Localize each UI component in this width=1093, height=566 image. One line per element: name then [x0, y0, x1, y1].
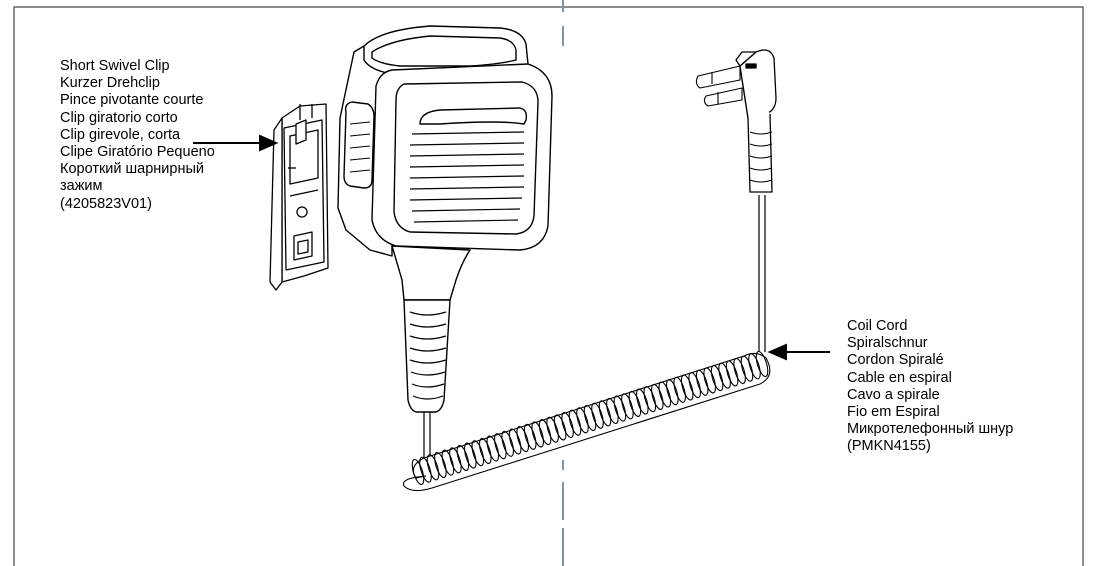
coil-turn	[464, 442, 477, 469]
coil-turn	[486, 435, 500, 462]
label-line: Clip girevole, corta	[60, 126, 181, 143]
coil-turn	[658, 381, 672, 408]
label-line: Clipe Giratório Pequeno	[60, 144, 215, 161]
part-number: (PMKN4155)	[847, 438, 931, 455]
coil-cord-illustration	[402, 350, 771, 492]
coil-turn	[651, 383, 664, 410]
label-line: Coil Cord	[847, 318, 908, 334]
coil-cord-label: Coil Cord Spiralschnur Cordon Spiralé Ca…	[847, 318, 1013, 456]
coil-turn	[553, 414, 567, 441]
coil-turn	[748, 353, 761, 380]
coil-turn	[688, 372, 701, 399]
coil-turn	[576, 407, 589, 434]
coil-turn	[546, 416, 559, 443]
speaker-microphone-illustration	[337, 25, 553, 413]
label-line: Clip giratorio corto	[60, 109, 178, 126]
coil-turn	[583, 404, 597, 432]
radio-plug-illustration	[695, 49, 777, 193]
coil-turn	[621, 393, 634, 420]
coil-turn	[643, 386, 657, 413]
label-line: Kurzer Drehclip	[60, 75, 160, 92]
coil-turn	[411, 458, 425, 486]
coil-turn	[568, 409, 582, 436]
coil-turn	[636, 388, 649, 415]
coil-turn	[479, 437, 492, 464]
swivel-clip-illustration	[269, 103, 329, 291]
coil-turn	[591, 402, 604, 429]
label-line: Cordon Spiralé	[847, 352, 944, 369]
coil-turn	[426, 454, 440, 481]
coil-turn	[598, 400, 612, 427]
coil-turn	[628, 390, 642, 417]
coil-turn	[710, 365, 724, 392]
coil-turn	[501, 430, 514, 457]
coil-turn	[441, 449, 455, 476]
coil-turn	[538, 419, 552, 446]
label-line: Cavo a spirale	[847, 386, 940, 403]
coil-turn	[523, 423, 537, 450]
coil-turn	[456, 444, 470, 471]
coil-turn	[516, 426, 529, 453]
coil-turn	[718, 362, 731, 389]
coil-turn	[606, 397, 619, 425]
coil-turn	[733, 357, 746, 385]
coil-turn	[561, 411, 574, 439]
coil-turn	[680, 374, 694, 401]
label-line: Микротелефонный шнур	[847, 421, 1014, 438]
label-line: Short Swivel Clip	[60, 58, 170, 74]
coil-turn	[666, 379, 679, 406]
coil-turn	[695, 369, 709, 396]
coil-turn	[613, 395, 627, 422]
coil-turn	[434, 451, 447, 479]
swivel-clip-label: Short Swivel Clip Kurzer Drehclip Pince …	[60, 58, 215, 213]
coil-turn	[471, 440, 485, 467]
label-line: Pince pivotante courte	[60, 92, 204, 109]
coil-turn	[419, 456, 432, 483]
coil-turn	[740, 355, 754, 382]
page-frame	[13, 6, 1084, 566]
coil-turn	[725, 360, 739, 387]
coil-turn	[494, 433, 507, 460]
coil-turn	[508, 428, 522, 455]
label-line: Cable en espiral	[847, 369, 952, 386]
coil-turn	[449, 447, 462, 474]
label-line: зажим	[60, 178, 103, 195]
coil-turn	[755, 350, 769, 378]
part-number: (4205823V01)	[60, 195, 152, 212]
label-line: Fio em Espiral	[847, 404, 940, 421]
label-line: Короткий шарнирный	[60, 161, 204, 178]
coil-turn	[703, 367, 716, 394]
coil-turn	[531, 421, 544, 448]
coil-turn	[673, 376, 686, 403]
label-line: Spiralschnur	[847, 335, 928, 352]
cord-callout-arrow	[767, 343, 830, 361]
clip-callout-arrow	[193, 134, 279, 152]
